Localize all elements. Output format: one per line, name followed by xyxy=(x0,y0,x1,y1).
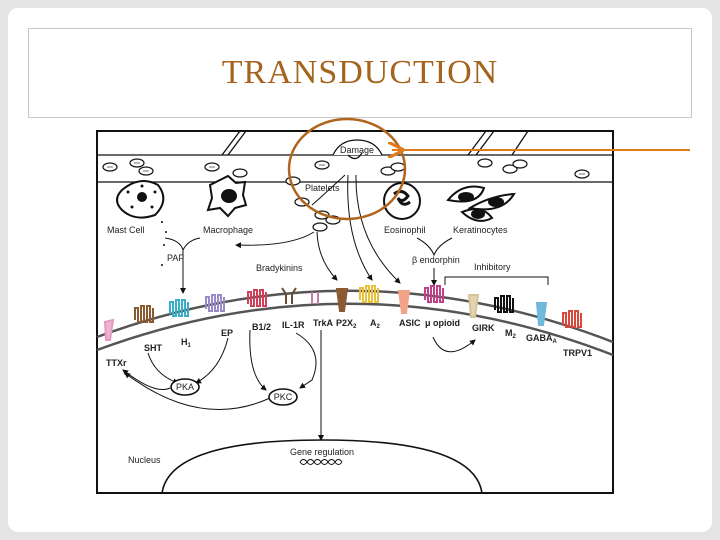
trka-receptor xyxy=(311,292,319,304)
gabaa-channel xyxy=(535,302,548,326)
blood-vessel xyxy=(97,130,613,183)
girk-channel xyxy=(467,294,480,318)
nucleus-outline xyxy=(161,439,483,494)
p2x2-label: P2X2 xyxy=(336,318,357,330)
sht-label: SHT xyxy=(144,343,163,353)
ep-receptor xyxy=(205,294,225,312)
bradykinins-label: Bradykinins xyxy=(256,263,303,273)
p2x2-channel xyxy=(335,288,349,312)
pkc-node xyxy=(268,388,298,406)
mast-cell-label: Mast Cell xyxy=(107,225,145,235)
dna-icon xyxy=(299,459,343,465)
keratinocytes xyxy=(446,185,516,222)
h1-label: H1 xyxy=(181,337,192,349)
ttxr-label: TTXr xyxy=(106,358,127,368)
girk-label: GIRK xyxy=(472,323,495,333)
mu-opioid-receptor xyxy=(424,285,444,303)
macrophage xyxy=(206,174,248,218)
h1-receptor xyxy=(169,299,189,317)
damage-label: Damage xyxy=(340,145,374,155)
il1r-label: IL-1R xyxy=(282,320,305,330)
m2-label: M2 xyxy=(505,328,517,340)
gene-regulation-label: Gene regulation xyxy=(290,447,354,457)
platelets-label: Platelets xyxy=(305,183,340,193)
il1r-receptor xyxy=(281,287,297,304)
paf-label: PAF xyxy=(167,253,184,263)
trka-label: TrkA xyxy=(313,318,334,328)
a2-receptor xyxy=(359,285,379,303)
damage-highlight-circle xyxy=(287,117,407,221)
signal-arrows xyxy=(122,174,549,441)
asic-label: ASIC xyxy=(399,318,421,328)
beta-endorphin-label: β endorphin xyxy=(412,255,460,265)
keratinocytes-label: Keratinocytes xyxy=(453,225,508,235)
slide-title: TRANSDUCTION xyxy=(221,54,499,91)
title-box: TRANSDUCTION xyxy=(28,28,692,118)
blood-cell-nuclei xyxy=(107,162,585,175)
membrane-receptors xyxy=(103,285,582,341)
pka-label: PKA xyxy=(176,382,194,392)
ep-label: EP xyxy=(221,328,233,338)
asic-channel xyxy=(397,290,411,314)
eosinophil-label: Eosinophil xyxy=(384,225,426,235)
pkc-label: PKC xyxy=(274,392,293,402)
ttxr-channel xyxy=(103,318,115,341)
mu-opioid-label: μ opioid xyxy=(425,318,460,328)
b12-receptor xyxy=(247,289,267,307)
gabaa-label: GABAA xyxy=(526,333,558,345)
pka-node xyxy=(170,378,200,396)
b12-label: B1/2 xyxy=(252,322,271,332)
trpv1-label: TRPV1 xyxy=(563,348,592,358)
inhibitory-label: Inhibitory xyxy=(474,262,511,272)
nucleus-label: Nucleus xyxy=(128,455,161,465)
m2-receptor xyxy=(494,295,514,313)
trpv1-receptor xyxy=(562,310,582,328)
mast-cell xyxy=(116,180,167,266)
a2-label: A2 xyxy=(370,318,381,330)
macrophage-label: Macrophage xyxy=(203,225,253,235)
sht-receptor xyxy=(134,305,154,323)
